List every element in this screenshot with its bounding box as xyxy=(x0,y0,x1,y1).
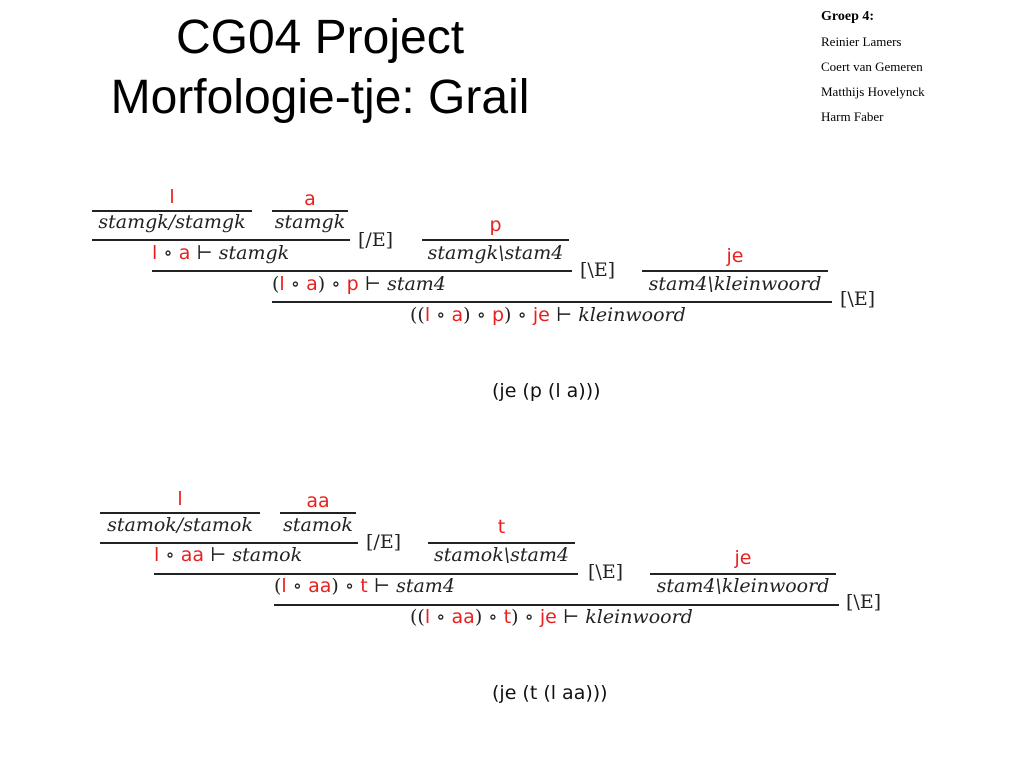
p1-step2-bar xyxy=(152,270,572,272)
p1-rule2: [\E] xyxy=(580,259,616,281)
p2-leaf4-type: stam4\kleinwoord xyxy=(656,575,830,597)
member-1: Reinier Lamers xyxy=(821,34,902,49)
p2-step2-conclusion: (l ∘ aa) ∘ t ⊢ stam4 xyxy=(274,575,455,597)
p1-leaf2-word: a xyxy=(304,188,316,210)
p1-leaf3-word: p xyxy=(489,214,502,236)
p1-rule3: [\E] xyxy=(840,288,876,310)
p2-leaf1-word: l xyxy=(177,488,183,510)
p2-leaf1-type: stamok/stamok xyxy=(107,514,253,536)
p1-leaf3-type: stamgk\stam4 xyxy=(427,242,564,264)
p1-leaf1-type: stamgk/stamgk xyxy=(98,211,246,233)
p1-step1-conclusion: l ∘ a ⊢ stamgk xyxy=(152,242,290,264)
p2-leaf4-bar xyxy=(650,573,836,575)
group-members: Groep 4: Reinier Lamers Coert van Gemere… xyxy=(821,9,925,134)
p1-step3-bar xyxy=(272,301,832,303)
p1-leaf2-type: stamgk xyxy=(274,211,346,233)
p2-leaf3-bar xyxy=(428,542,575,544)
p1-step1-bar xyxy=(92,239,350,241)
p1-leaf3-bar xyxy=(422,239,569,241)
member-4: Harm Faber xyxy=(821,109,884,124)
p2-rule2: [\E] xyxy=(588,561,624,583)
p2-bracketing: (je (t (l aa))) xyxy=(492,682,608,704)
p2-step1-conclusion: l ∘ aa ⊢ stamok xyxy=(154,544,303,566)
p1-leaf1-word: l xyxy=(169,186,175,208)
p1-bracketing: (je (p (l a))) xyxy=(492,380,601,402)
group-name: Groep 4: xyxy=(821,9,875,24)
p1-leaf4-word: je xyxy=(726,245,744,267)
p2-leaf2-word: aa xyxy=(306,490,330,512)
p2-leaf3-type: stamok\stam4 xyxy=(434,544,569,566)
p1-leaf2-bar xyxy=(272,210,348,212)
title-line-1: CG04 Project xyxy=(175,11,465,64)
p1-step2-conclusion: (l ∘ a) ∘ p ⊢ stam4 xyxy=(272,273,446,295)
p1-leaf1-bar xyxy=(92,210,252,212)
p2-leaf4-word: je xyxy=(734,547,752,569)
p2-leaf2-type: stamok xyxy=(283,514,353,536)
p2-step1-bar xyxy=(100,542,358,544)
p2-step3-bar xyxy=(274,604,839,606)
p1-step3-conclusion: ((l ∘ a) ∘ p) ∘ je ⊢ kleinwoord xyxy=(410,304,686,326)
title-line-2: Morfologie-tje: Grail xyxy=(110,71,530,124)
p2-leaf3-word: t xyxy=(497,516,506,538)
p2-leaf2-bar xyxy=(280,512,356,514)
p2-step3-conclusion: ((l ∘ aa) ∘ t) ∘ je ⊢ kleinwoord xyxy=(410,606,693,628)
p2-leaf1-bar xyxy=(100,512,260,514)
member-3: Matthijs Hovelynck xyxy=(821,84,925,99)
p2-rule3: [\E] xyxy=(846,591,882,613)
p1-leaf4-bar xyxy=(642,270,828,272)
p2-step2-bar xyxy=(154,573,578,575)
p2-rule1: [/E] xyxy=(366,531,402,553)
member-2: Coert van Gemeren xyxy=(821,59,923,74)
p1-leaf4-type: stam4\kleinwoord xyxy=(648,273,822,295)
p1-rule1: [/E] xyxy=(358,229,394,251)
